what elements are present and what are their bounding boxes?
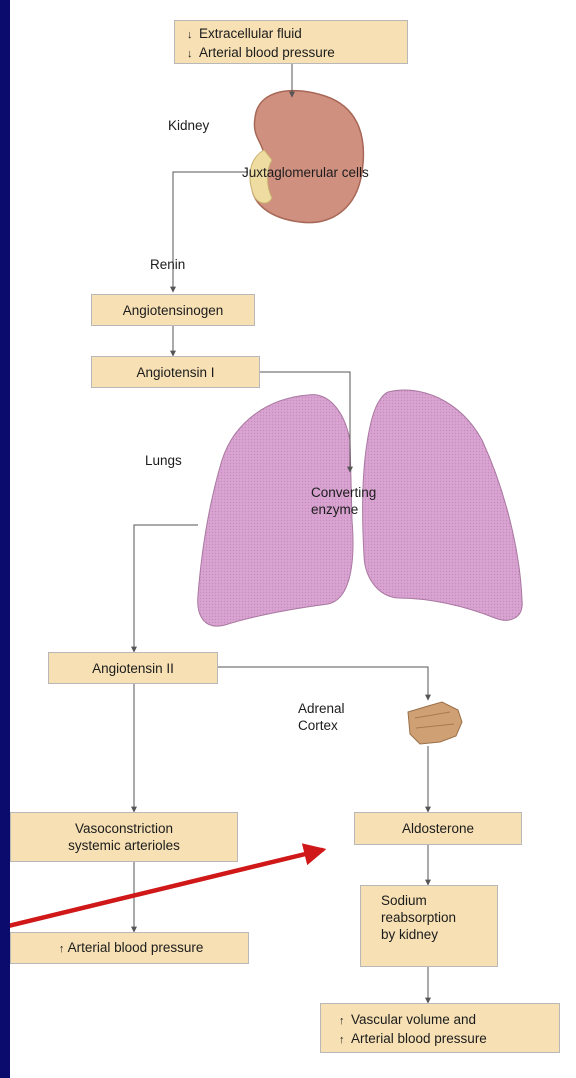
diagram-panel: ↓Extracellular fluid ↓Arterial blood pre…: [10, 0, 576, 1078]
box-aldosterone: Aldosterone: [354, 812, 522, 845]
box-angiotensin-ii: Angiotensin II: [48, 652, 218, 684]
box-vasoconstriction: Vasoconstriction systemic arterioles: [10, 812, 238, 862]
down-arrow-icon: ↓: [187, 46, 199, 63]
down-arrow-icon: ↓: [187, 27, 199, 44]
label-enzyme: enzyme: [311, 501, 358, 518]
lungs-illustration: [198, 390, 522, 626]
up-arrow-icon: ↑: [339, 1032, 351, 1049]
label-cortex: Cortex: [298, 717, 338, 734]
label-lungs: Lungs: [145, 452, 182, 469]
label-renin: Renin: [150, 256, 185, 273]
box-angiotensinogen: Angiotensinogen: [91, 294, 255, 326]
box-vascular-volume: ↑Vascular volume and ↑Arterial blood pre…: [320, 1003, 560, 1053]
adrenal-illustration: [408, 702, 462, 744]
label-adrenal: Adrenal: [298, 700, 345, 717]
kidney-illustration: [250, 91, 364, 223]
box-extracellular-fluid: ↓Extracellular fluid ↓Arterial blood pre…: [174, 20, 408, 64]
box-angiotensin-i: Angiotensin I: [91, 356, 260, 388]
up-arrow-icon: ↑: [56, 941, 68, 958]
label-converting: Converting: [311, 484, 376, 501]
label-juxtaglomerular-cells: Juxtaglomerular cells: [242, 164, 369, 181]
label-kidney: Kidney: [168, 117, 209, 134]
box-sodium-reabsorption: Sodium reabsorption by kidney: [360, 885, 498, 967]
up-arrow-icon: ↑: [339, 1013, 351, 1030]
box-arterial-blood-pressure: ↑Arterial blood pressure: [10, 932, 249, 964]
